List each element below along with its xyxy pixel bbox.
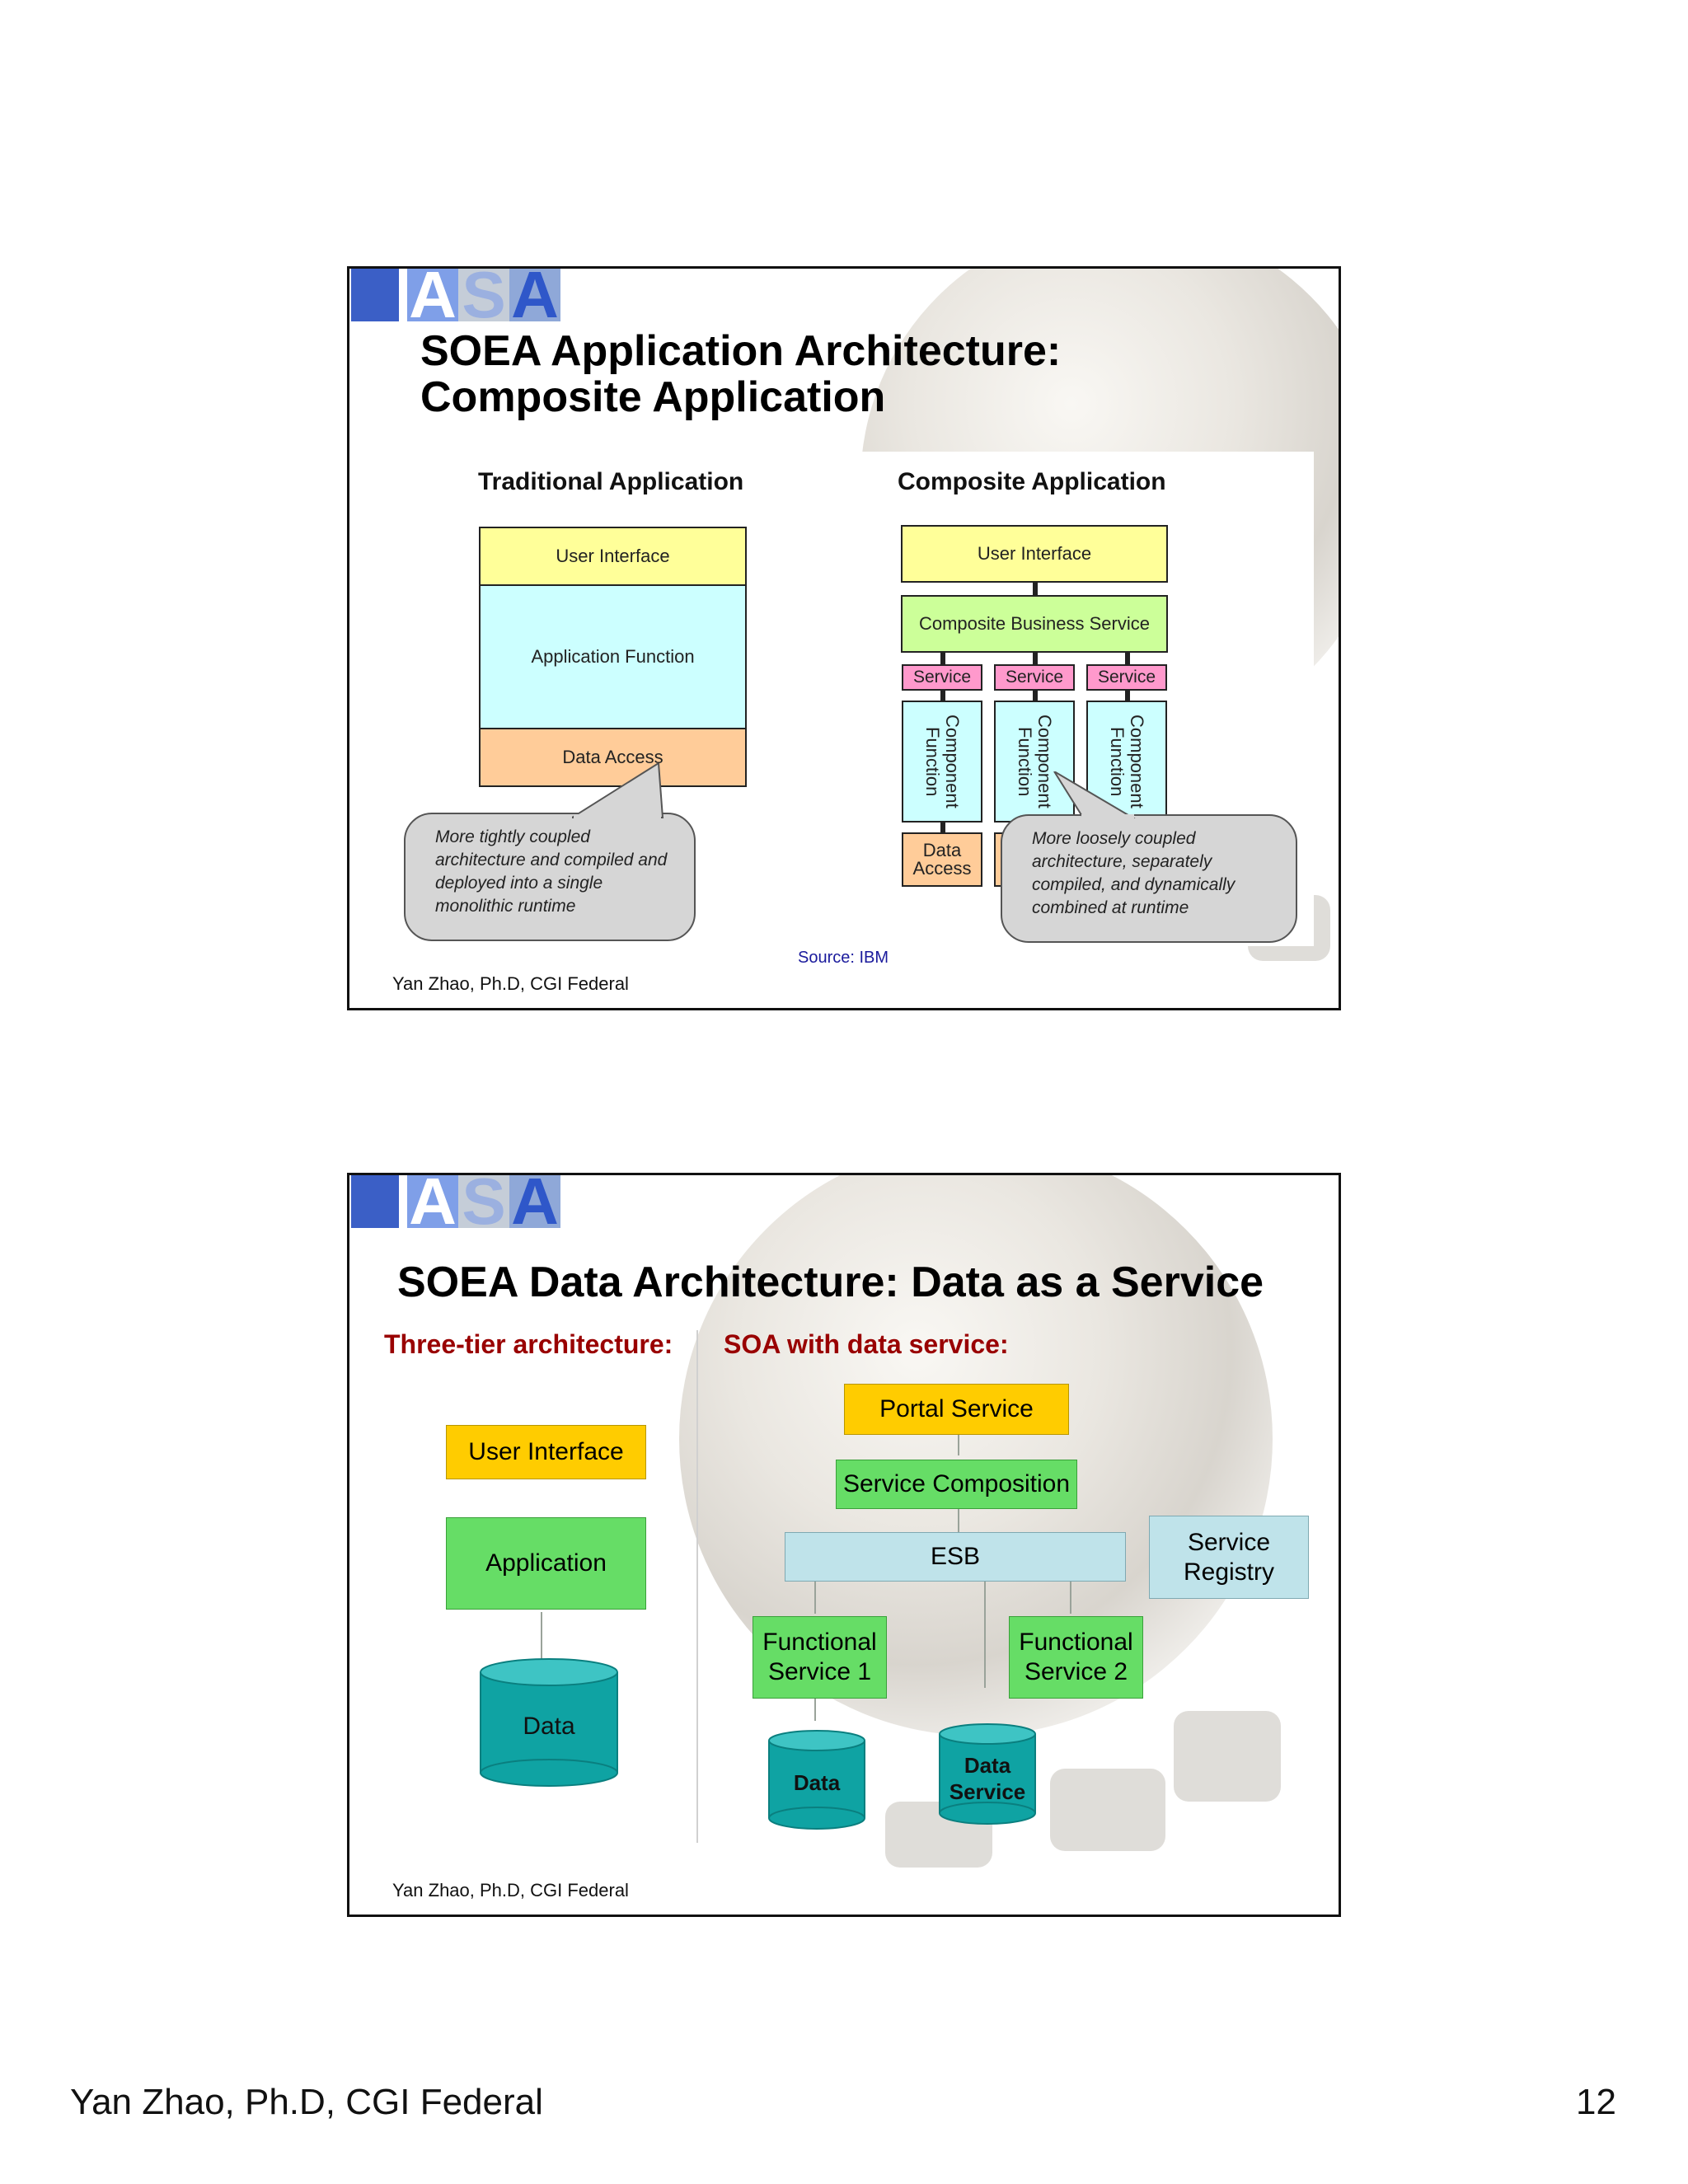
logo-bar	[351, 269, 399, 321]
composite-callout: More loosely coupled architecture, separ…	[1001, 814, 1297, 943]
composite-heading: Composite Application	[898, 468, 1166, 495]
callout-pointer	[572, 763, 664, 821]
connector	[1125, 691, 1130, 701]
logo-letter: S	[458, 1175, 509, 1235]
connector	[1033, 653, 1038, 664]
soa-data-label: Data	[793, 1770, 841, 1795]
title-line: Composite Application	[420, 373, 886, 421]
three-tier-user-interface: User Interface	[446, 1425, 646, 1479]
traditional-application-function: Application Function	[479, 584, 747, 729]
connector	[1033, 583, 1038, 596]
logo-letter: A	[509, 269, 560, 328]
box-label: Data Access	[912, 840, 972, 879]
callout-text: More loosely coupled architecture, separ…	[1032, 829, 1236, 917]
connector	[1125, 653, 1130, 664]
connector	[958, 1431, 959, 1455]
column-divider	[696, 1330, 698, 1843]
service-box: Service	[1086, 664, 1167, 691]
logo-letter: A	[407, 269, 458, 328]
data-service-label: Data Service	[949, 1753, 1026, 1804]
callout-pointer	[1053, 771, 1136, 821]
service-box: Service	[902, 664, 982, 691]
connector	[541, 1612, 542, 1670]
slide-composite-application: A S A SOEA Application Architecture: Com…	[347, 266, 1341, 1010]
composite-business-service: Composite Business Service	[901, 595, 1168, 653]
service-composition: Service Composition	[836, 1460, 1077, 1509]
composite-user-interface: User Interface	[901, 525, 1168, 583]
puzzle-piece-decoration	[1050, 1769, 1165, 1851]
box-label: User Interface	[977, 543, 1092, 564]
traditional-callout: More tightly coupled architecture and co…	[404, 813, 696, 941]
logo-bar	[351, 1175, 399, 1228]
traditional-heading: Traditional Application	[478, 468, 744, 495]
right-heading: SOA with data service:	[724, 1329, 1009, 1359]
three-tier-data-cylinder	[480, 1658, 618, 1787]
callout-text: More tightly coupled architecture and co…	[435, 827, 668, 916]
box-label: Functional Service 1	[762, 1629, 877, 1685]
logo-letter: A	[509, 1175, 560, 1235]
box-label: Component Function	[1015, 715, 1055, 808]
box-label: Component Function	[1107, 715, 1147, 808]
portal-service: Portal Service	[844, 1384, 1069, 1435]
box-label: Portal Service	[879, 1395, 1034, 1422]
connector	[984, 1581, 986, 1688]
box-label: Application Function	[531, 646, 695, 667]
left-heading: Three-tier architecture:	[384, 1329, 673, 1359]
connector	[940, 691, 945, 701]
service-registry: Service Registry	[1149, 1516, 1309, 1599]
box-label: Service	[1097, 668, 1156, 687]
logo-letter: S	[458, 269, 509, 328]
functional-service-2: Functional Service 2	[1009, 1616, 1143, 1699]
box-label: Composite Business Service	[918, 613, 1150, 634]
connector	[814, 1696, 816, 1721]
slide-title: SOEA Application Architecture: Composite…	[420, 328, 1061, 420]
box-label: Application	[485, 1549, 607, 1577]
connector	[814, 1581, 816, 1614]
box-label: Component Function	[922, 715, 963, 808]
connector	[940, 653, 945, 664]
service-box: Service	[994, 664, 1075, 691]
three-tier-application: Application	[446, 1517, 646, 1610]
logo-letter: A	[407, 1175, 458, 1235]
box-label: User Interface	[556, 546, 670, 566]
component-function-box: Component Function	[902, 701, 982, 823]
soa-data-cylinder	[768, 1730, 865, 1830]
source-note: Source: IBM	[798, 949, 889, 967]
box-label: Service	[1005, 668, 1064, 687]
box-label: User Interface	[468, 1438, 624, 1465]
box-label: Service Composition	[842, 1470, 1071, 1497]
box-label: ESB	[930, 1543, 981, 1570]
title-line: SOEA Application Architecture:	[420, 327, 1062, 375]
functional-service-1: Functional Service 1	[753, 1616, 887, 1699]
composite-data-access: Data Access	[902, 832, 982, 887]
iasa-logo: A S A	[351, 269, 560, 328]
slide-title: SOEA Data Architecture: Data as a Servic…	[397, 1258, 1264, 1306]
slide-footer: Yan Zhao, Ph.D, CGI Federal	[392, 973, 629, 994]
esb: ESB	[785, 1532, 1126, 1582]
traditional-data-access: Data Access	[479, 728, 747, 787]
box-label: Service Registry	[1183, 1528, 1275, 1586]
three-tier-data-label: Data	[523, 1713, 575, 1740]
puzzle-piece-decoration	[1174, 1711, 1281, 1802]
box-label: Functional Service 2	[1019, 1629, 1133, 1685]
component-function-box: Component Function	[994, 701, 1075, 823]
data-service-cylinder	[939, 1723, 1036, 1825]
slide-footer: Yan Zhao, Ph.D, CGI Federal	[392, 1880, 629, 1900]
connector	[958, 1509, 959, 1534]
connector	[1070, 1581, 1071, 1614]
page-footer-author: Yan Zhao, Ph.D, CGI Federal	[70, 2082, 543, 2122]
traditional-user-interface: User Interface	[479, 527, 747, 586]
slide-data-as-a-service: A S A SOEA Data Architecture: Data as a …	[347, 1173, 1341, 1917]
box-label: Data Access	[562, 747, 663, 767]
iasa-logo: A S A	[351, 1175, 560, 1235]
page-number: 12	[1576, 2082, 1616, 2122]
box-label: Service	[912, 668, 972, 687]
connector	[1033, 691, 1038, 701]
connector	[940, 823, 945, 832]
